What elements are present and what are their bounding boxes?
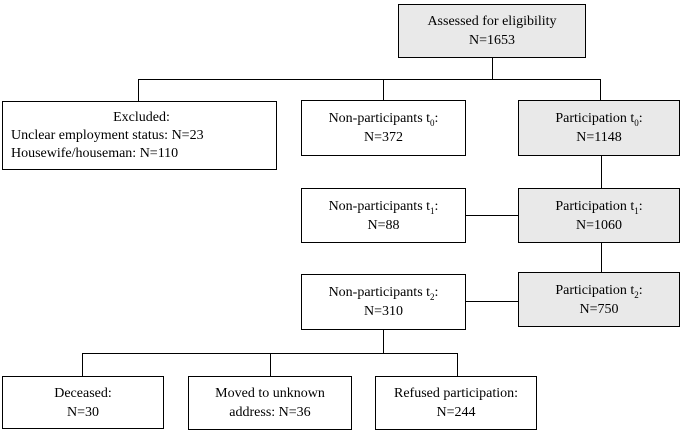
box-line: Participation t2: bbox=[555, 282, 643, 300]
connector-drop-refused bbox=[457, 353, 458, 376]
box-line: Non-participants t1: bbox=[328, 198, 439, 216]
box-non-participants-t0: Non-participants t0: N=372 bbox=[301, 100, 466, 156]
subscript: 2 bbox=[430, 291, 435, 302]
box-line: N=1653 bbox=[468, 33, 515, 48]
box-non-participants-t2: Non-participants t2: N=310 bbox=[301, 274, 466, 330]
box-line: N=244 bbox=[436, 405, 476, 420]
box-line: Assessed for eligibility bbox=[427, 14, 557, 29]
box-line: Non-participants t2: bbox=[328, 285, 439, 302]
subscript: 2 bbox=[634, 289, 639, 300]
box-participation-t1: Participation t1: N=1060 bbox=[518, 188, 680, 243]
box-line: Participation t1: bbox=[555, 198, 643, 216]
connector-assessed-down bbox=[492, 58, 493, 79]
connector-participation-t0-to-t1 bbox=[601, 156, 602, 188]
connector-nonpart-t2-to-participation-t2 bbox=[466, 301, 518, 302]
box-line: N=88 bbox=[367, 217, 400, 233]
box-line: address: N=36 bbox=[229, 405, 311, 420]
box-refused-participation: Refused participation: N=244 bbox=[375, 376, 537, 430]
box-line: Deceased: bbox=[54, 385, 112, 401]
connector-drop-excluded bbox=[138, 79, 139, 101]
subscript: 1 bbox=[430, 205, 435, 216]
box-line: Moved to unknown bbox=[215, 386, 325, 401]
box-assessed-eligibility: Assessed for eligibility N=1653 bbox=[398, 4, 586, 58]
box-line: N=750 bbox=[579, 301, 619, 317]
subscript: 0 bbox=[634, 117, 639, 128]
box-line: N=372 bbox=[363, 130, 403, 145]
box-line: Participation t0: bbox=[555, 111, 643, 128]
box-deceased: Deceased: N=30 bbox=[2, 376, 164, 429]
box-line: Refused participation: bbox=[393, 386, 519, 401]
connector-participation-t1-to-t2 bbox=[601, 243, 602, 272]
connector-drop-moved bbox=[270, 353, 271, 376]
box-line: Unclear employment status: N=23 bbox=[11, 127, 204, 143]
box-non-participants-t1: Non-participants t1: N=88 bbox=[301, 188, 466, 243]
connector-drop-non-participants-t0 bbox=[383, 79, 384, 100]
connector-row1-distributor bbox=[138, 79, 601, 80]
connector-drop-deceased bbox=[82, 353, 83, 376]
box-participation-t0: Participation t0: N=1148 bbox=[518, 100, 680, 156]
box-line: Excluded: bbox=[113, 109, 170, 125]
connector-nonpart-t1-to-participation-t1 bbox=[466, 215, 518, 216]
subscript: 0 bbox=[430, 117, 435, 128]
box-line: Non-participants t0: bbox=[328, 111, 439, 128]
box-moved-unknown-address: Moved to unknown address: N=36 bbox=[188, 376, 352, 430]
connector-nonpart-t2-down bbox=[383, 330, 384, 353]
connector-drop-participation-t0 bbox=[600, 79, 601, 100]
subscript: 1 bbox=[634, 205, 639, 216]
box-line: Housewife/houseman: N=110 bbox=[11, 145, 179, 161]
box-excluded: Excluded: Unclear employment status: N=2… bbox=[2, 101, 277, 170]
box-line: N=1148 bbox=[576, 130, 622, 145]
box-participation-t2: Participation t2: N=750 bbox=[518, 272, 680, 327]
box-line: N=1060 bbox=[575, 217, 622, 233]
box-line: N=30 bbox=[66, 404, 99, 420]
box-line: N=310 bbox=[363, 304, 403, 319]
